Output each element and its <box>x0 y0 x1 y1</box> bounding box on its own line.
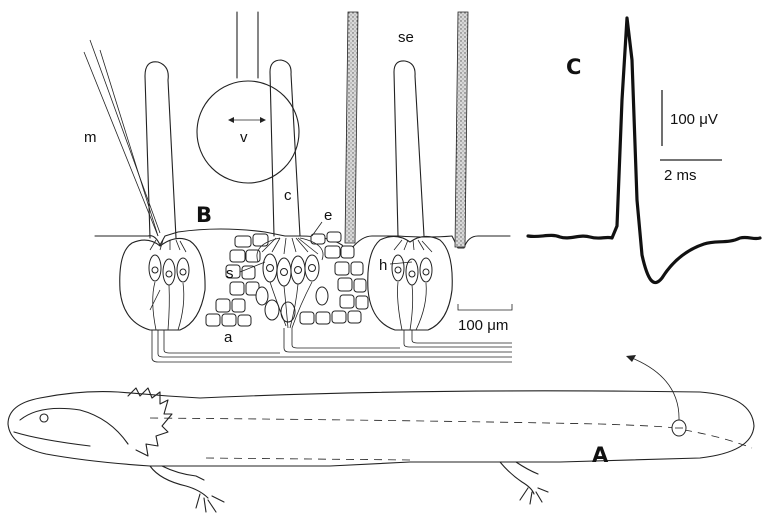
cupula-right <box>394 61 424 236</box>
hair-cells-left <box>149 240 189 330</box>
lateral-line-upper <box>150 418 676 428</box>
scale-label-time: 2 ms <box>664 167 697 184</box>
action-potential-trace <box>528 18 760 283</box>
panel-a-salamander <box>8 355 754 512</box>
label-v: v <box>240 129 248 146</box>
canal-wall-left <box>345 12 358 243</box>
salamander-eye <box>40 414 48 422</box>
cupula-left <box>145 62 176 238</box>
site-arrow <box>632 358 679 420</box>
panel-b-diagram <box>84 12 512 362</box>
scale-label-um: 100 μm <box>458 317 508 334</box>
gill-fringe <box>128 388 172 456</box>
hind-leg <box>500 462 548 504</box>
label-c: c <box>284 187 292 204</box>
site-arrow-head <box>626 355 636 362</box>
salamander-head-detail <box>14 408 128 446</box>
label-m: m <box>84 129 97 146</box>
hair-cells-right <box>392 240 432 330</box>
skin-surface <box>95 229 510 250</box>
panel-label-a: A <box>592 443 609 467</box>
neuromast-left <box>120 238 205 330</box>
front-leg <box>150 466 224 512</box>
label-s: s <box>226 265 234 282</box>
vibrating-sphere <box>197 12 299 183</box>
panel-label-c: C <box>566 55 581 79</box>
panel-c-recording <box>528 18 760 283</box>
label-se: se <box>398 29 414 46</box>
label-e: e <box>324 207 332 224</box>
cupula-center <box>270 60 300 236</box>
lateral-line-lower <box>206 458 412 460</box>
label-h: h <box>379 257 387 274</box>
label-a: a <box>224 329 233 346</box>
panel-label-b: B <box>196 203 212 227</box>
canal-wall-right <box>455 12 468 247</box>
scale-bar-um <box>458 304 512 310</box>
scale-label-voltage: 100 μV <box>670 111 718 128</box>
salamander-body <box>8 391 754 466</box>
